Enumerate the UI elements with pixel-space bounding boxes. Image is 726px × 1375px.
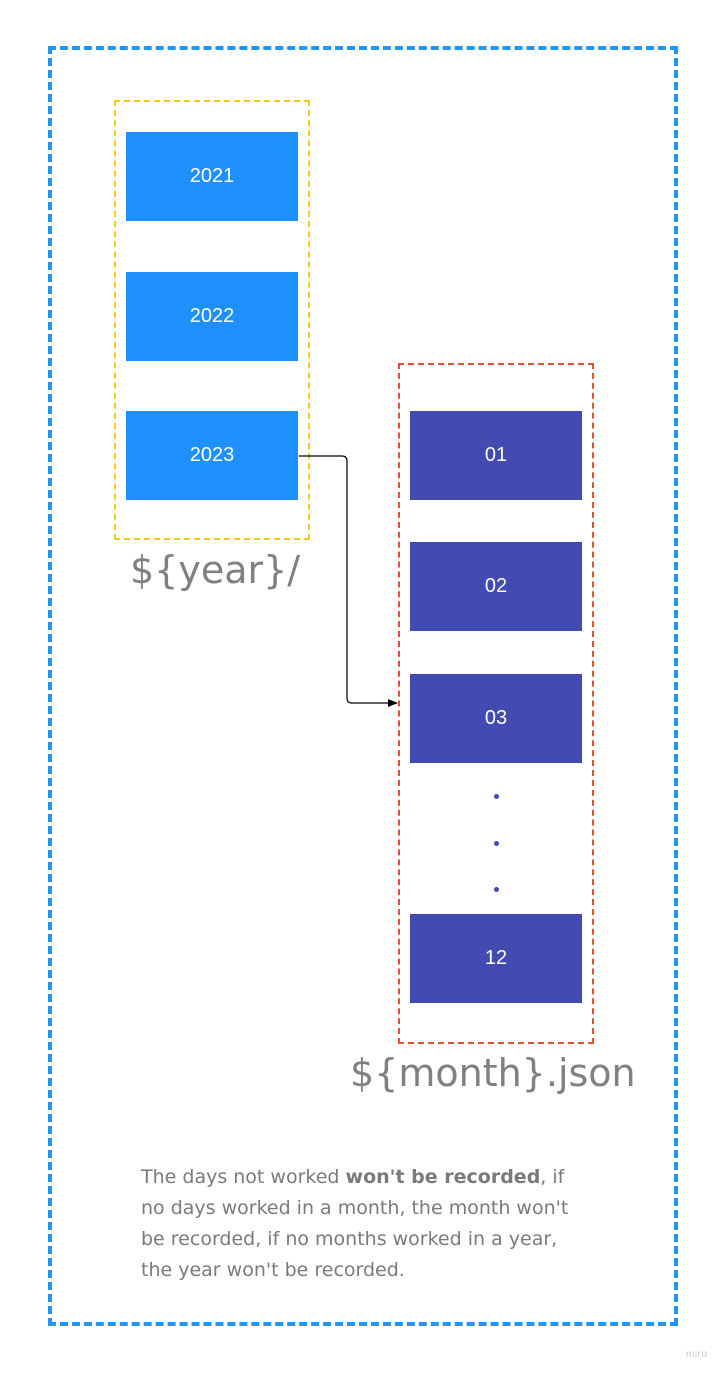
- year-box-2021: 2021: [126, 132, 298, 221]
- month-box-03: 03: [410, 674, 582, 763]
- month-box-01: 01: [410, 411, 582, 500]
- outer-frame: [48, 46, 678, 1326]
- year-box-2023: 2023: [126, 411, 298, 500]
- ellipsis-dot: [494, 841, 499, 846]
- year-path-label: ${year}/: [130, 548, 301, 592]
- year-group: [114, 100, 310, 540]
- note-prefix: The days not worked: [141, 1166, 346, 1188]
- note-text: The days not worked won't be recorded, i…: [141, 1162, 586, 1286]
- note-suffix: , if no days worked in a month, the mont…: [141, 1166, 569, 1281]
- ellipsis-dot: [494, 887, 499, 892]
- miro-watermark: miro: [686, 1349, 708, 1360]
- year-box-2022: 2022: [126, 272, 298, 361]
- month-box-12: 12: [410, 914, 582, 1003]
- month-file-label: ${month}.json: [350, 1051, 636, 1095]
- month-box-02: 02: [410, 542, 582, 631]
- month-group: [398, 363, 594, 1044]
- note-bold: won't be recorded: [345, 1166, 541, 1188]
- ellipsis-dot: [494, 794, 499, 799]
